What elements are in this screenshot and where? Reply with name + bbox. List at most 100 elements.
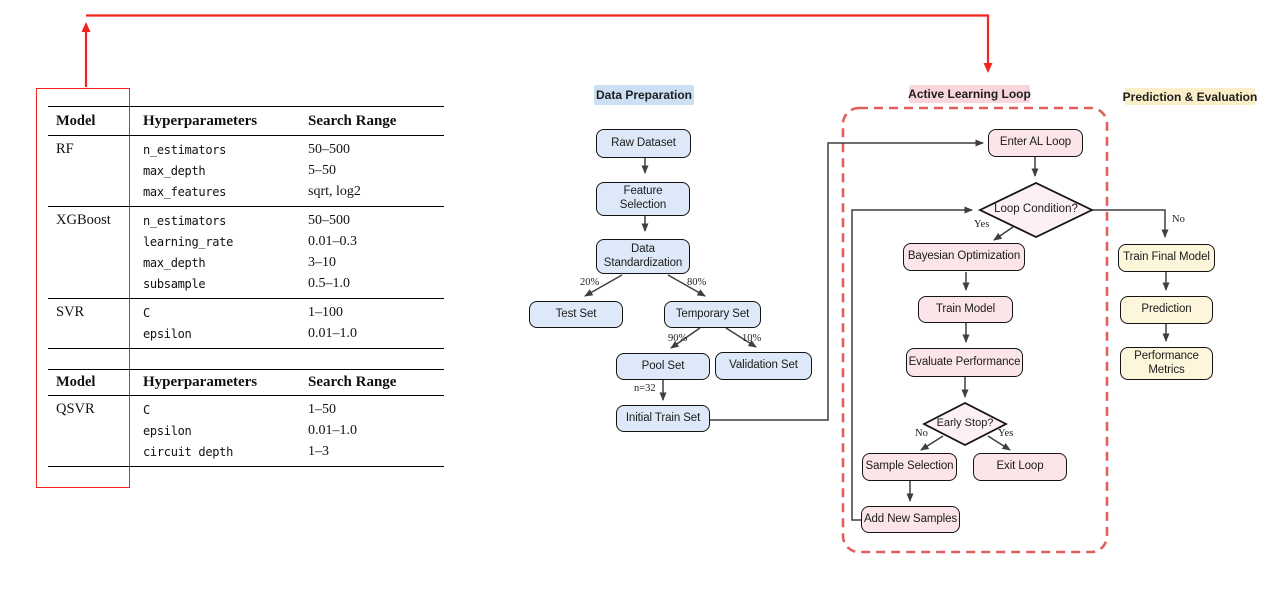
node-performance-metrics: Performance Metrics [1120,347,1213,380]
node-sample-selection: Sample Selection [862,453,957,481]
node-train-final-model: Train Final Model [1118,244,1215,272]
edge-temporary-to-pool [670,327,701,349]
hyperparameter-table-classical: Model Hyperparameters Search Range RF n_… [48,106,444,349]
param-name: learning_rate [143,234,234,249]
node-train-model: Train Model [918,296,1013,323]
param-name: max_depth [143,163,206,178]
edge-label-20pct: 20% [580,277,600,288]
table-row: RF n_estimators 50–500 [48,139,444,160]
table-group-rf: RF n_estimators 50–500 max_depth 5–50 ma… [48,136,444,206]
node-evaluate-performance: Evaluate Performance [906,348,1023,377]
edge-temporary-to-validation [725,327,757,348]
param-name: C [143,305,150,320]
edge-label-10pct: 10% [742,333,762,344]
param-name: epsilon [143,423,192,438]
table-row: subsample 0.5–1.0 [48,273,444,294]
model-name: RF [56,141,74,157]
table-group-svr: SVR C 1–100 epsilon 0.01–1.0 [48,298,444,348]
param-range: 50–500 [308,141,350,157]
hyperparameter-table-quantum: Model Hyperparameters Search Range QSVR … [48,369,444,467]
early-stop-diamond [922,401,1008,447]
edge-label-90pct: 90% [668,333,688,344]
table-group-xgboost: XGBoost n_estimators 50–500 learning_rat… [48,206,444,298]
table-row: learning_rate 0.01–0.3 [48,231,444,252]
col-header-search-range: Search Range [308,113,397,129]
table-row: epsilon 0.01–1.0 [48,420,444,441]
edge-early-stop-no [920,435,944,451]
param-range: 1–3 [308,443,329,459]
param-name: subsample [143,276,206,291]
param-range: 0.01–1.0 [308,325,357,341]
table-row: max_depth 3–10 [48,252,444,273]
param-name: C [143,402,150,417]
param-name: n_estimators [143,142,227,157]
table-row: max_depth 5–50 [48,160,444,181]
edge-label-80pct: 80% [687,277,707,288]
table-row: XGBoost n_estimators 50–500 [48,210,444,231]
edge-standardization-to-temporary [667,274,706,297]
param-range: 0.01–1.0 [308,422,357,438]
edge-standardization-to-test [584,274,623,297]
table-header-row: Model Hyperparameters Search Range [48,106,444,136]
node-exit-loop: Exit Loop [973,453,1067,481]
model-column-highlight [36,88,130,488]
param-name: circuit depth [143,444,234,459]
model-name: SVR [56,304,85,320]
param-range: 1–50 [308,401,336,417]
section-badge-active-learning-loop: Active Learning Loop [908,85,1031,103]
node-bayesian-optimization: Bayesian Optimization [903,243,1025,271]
table-row: circuit depth 1–3 [48,441,444,462]
node-early-stop-label: Early Stop? [936,417,994,429]
node-loop-condition-label: Loop Condition? [994,203,1078,215]
col-header-hyperparameters: Hyperparameters [143,113,258,129]
loop-condition-diamond [977,182,1095,238]
red-connector-to-al-loop [86,14,993,73]
section-badge-data-preparation: Data Preparation [594,85,694,105]
node-validation-set: Validation Set [715,352,812,380]
param-name: max_features [143,184,227,199]
edge-initial-train-to-enter-al [710,139,984,421]
param-range: 5–50 [308,162,336,178]
table-row: epsilon 0.01–1.0 [48,323,444,344]
param-range: sqrt, log2 [308,183,361,199]
node-raw-dataset: Raw Dataset [596,129,691,158]
node-pool-set: Pool Set [616,353,710,380]
edge-label-loop-no: No [1172,214,1185,225]
table-row: QSVR C 1–50 [48,399,444,420]
edge-loop-condition-no-to-final [1092,209,1169,238]
edge-label-early-yes: Yes [998,428,1014,439]
param-range: 1–100 [308,304,343,320]
table-header-row: Model Hyperparameters Search Range [48,369,444,396]
col-header-model: Model [56,113,96,129]
node-enter-al-loop: Enter AL Loop [988,129,1083,157]
table-row: max_features sqrt, log2 [48,181,444,202]
node-add-new-samples: Add New Samples [861,506,960,533]
model-name: QSVR [56,401,95,417]
param-range: 0.5–1.0 [308,275,350,291]
edge-label-n32: n=32 [634,383,656,394]
model-name: XGBoost [56,212,111,228]
node-data-standardization: Data Standardization [596,239,690,274]
table-row: SVR C 1–100 [48,302,444,323]
edge-add-new-to-loop-condition [851,206,973,521]
edge-label-loop-yes: Yes [974,219,990,230]
table-group-qsvr: QSVR C 1–50 epsilon 0.01–1.0 circuit dep… [48,396,444,466]
edge-label-early-no: No [915,428,928,439]
param-name: max_depth [143,255,206,270]
section-badge-prediction-evaluation: Prediction & Evaluation [1122,88,1258,105]
param-range: 0.01–0.3 [308,233,357,249]
param-name: n_estimators [143,213,227,228]
node-initial-train-set: Initial Train Set [616,405,710,432]
edge-early-stop-yes [987,435,1011,451]
active-learning-loop-boundary [841,106,1109,554]
param-name: epsilon [143,326,192,341]
col-header-search-range: Search Range [308,374,397,390]
node-feature-selection: Feature Selection [596,182,690,216]
param-range: 3–10 [308,254,336,270]
col-header-hyperparameters: Hyperparameters [143,374,258,390]
col-header-model: Model [56,374,96,390]
param-range: 50–500 [308,212,350,228]
node-temporary-set: Temporary Set [664,301,761,328]
